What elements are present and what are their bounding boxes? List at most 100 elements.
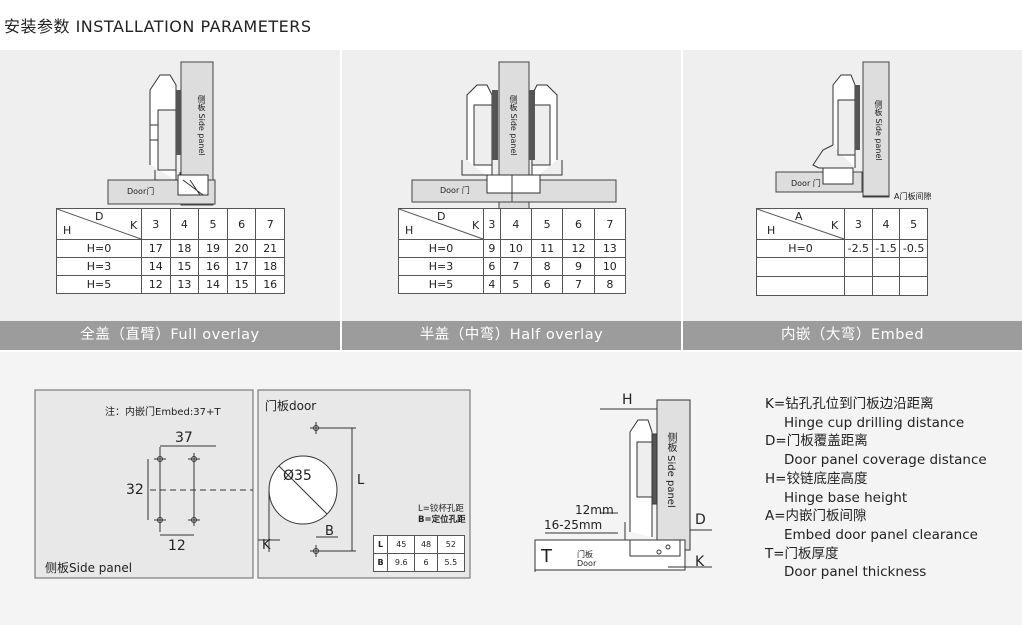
cell: -1.5	[871, 239, 901, 258]
table-row: H=0 17 18 19 20 21	[56, 239, 285, 258]
section-dim2: 16-25mm	[544, 518, 603, 532]
cell: 15	[226, 275, 257, 294]
panel-full-overlay: Door门 侧板 Side panel D K H 3 4 5 6 7 H=0 …	[0, 50, 340, 350]
legend-a-en: Embed door panel clearance	[784, 526, 978, 543]
section-d: D	[695, 512, 706, 528]
legend-t-en: Door panel thickness	[784, 564, 927, 581]
cell: 13	[593, 239, 627, 258]
lb-table: L 45 48 52 B 9.6 6 5.5	[372, 535, 466, 572]
cell: 9	[483, 239, 501, 258]
legend-h-cn: H=铰链底座高度	[765, 470, 868, 487]
side-panel-label: 侧板 Side panel	[197, 95, 206, 156]
cell	[899, 257, 928, 277]
cell: 18	[169, 239, 200, 258]
legend-d-en: Door panel coverage distance	[784, 452, 987, 469]
panel-embed: Door 门 侧板 Side panel A门板间隙 A K H 3 4 5 H…	[683, 50, 1022, 350]
l-label: L	[357, 473, 365, 488]
embed-hinge-drawing	[775, 61, 890, 198]
cell	[871, 257, 901, 277]
cell: 14	[141, 257, 171, 276]
cell: 9.6	[387, 553, 416, 572]
cell: 6	[483, 257, 501, 276]
page-title: 安装参数 INSTALLATION PARAMETERS	[4, 17, 312, 36]
bottom-section: 注：内嵌门Embed:37+T 37 32 12 侧板Side panel 门板…	[0, 352, 1022, 625]
row-header: L	[372, 535, 389, 554]
corner-h: H	[767, 224, 776, 237]
cell: 10	[593, 257, 627, 276]
table-row: H=5 4 5 6 7 8	[398, 275, 627, 294]
col-header: 7	[593, 208, 627, 240]
table-row: H=3 6 7 8 9 10	[398, 257, 627, 276]
b-note: B=定位孔距	[418, 515, 466, 525]
l-note: L=铰杯孔距	[418, 504, 464, 514]
cell: 20	[226, 239, 257, 258]
table-row	[756, 276, 928, 296]
section-door-en: Door	[577, 559, 597, 568]
half-overlay-hinge-drawing	[411, 61, 617, 213]
cell: -0.5	[899, 239, 928, 258]
cell: 45	[387, 535, 416, 554]
half-overlay-table: D K H 3 4 5 6 7 H=0 9 10 11 12 13 H=3 6 …	[398, 208, 627, 294]
full-overlay-table: D K H 3 4 5 6 7 H=0 17 18 19 20 21 H=3 1…	[56, 208, 285, 294]
corner-k: K	[472, 219, 480, 232]
cell	[844, 276, 873, 296]
col-header: 4	[499, 208, 533, 240]
cell: 17	[141, 239, 171, 258]
legend-k-en: Hinge cup drilling distance	[784, 414, 965, 431]
section-h: H	[622, 392, 633, 408]
door-drawing-caption: 门板door	[265, 399, 317, 413]
section-side-panel: 侧板 Side panel	[665, 432, 676, 508]
section-door-cn: 门板	[577, 550, 593, 559]
corner-a: A	[795, 210, 803, 223]
cell: 19	[198, 239, 228, 258]
diameter-label: Ø35	[283, 468, 312, 484]
cell: 16	[255, 275, 285, 294]
section-k: K	[695, 554, 705, 570]
corner-cell: A K H	[756, 208, 845, 240]
col-header: 4	[169, 208, 200, 240]
gap-label: A门板间隙	[894, 192, 932, 201]
dim-12: 12	[168, 538, 186, 554]
cell	[871, 276, 901, 296]
door-label: Door门	[127, 187, 155, 196]
cell: 13	[169, 275, 200, 294]
row-header	[756, 276, 845, 296]
cell: 8	[531, 257, 564, 276]
corner-d: D	[95, 210, 104, 223]
cell: 14	[198, 275, 228, 294]
cell: 11	[531, 239, 564, 258]
embed-note: 注：内嵌门Embed:37+T	[105, 407, 221, 418]
cell: 10	[499, 239, 533, 258]
b-label: B	[325, 524, 334, 539]
dim-37: 37	[175, 430, 193, 446]
corner-d: D	[437, 210, 446, 223]
panel-label: 内嵌（大弯）Embed	[683, 321, 1022, 350]
side-panel-label: 侧板 Side panel	[509, 95, 518, 156]
side-panel-label: 侧板 Side panel	[874, 100, 883, 161]
corner-k: K	[831, 219, 839, 232]
table-row: H=5 12 13 14 15 16	[56, 275, 285, 294]
row-header	[756, 257, 845, 277]
corner-k: K	[130, 219, 138, 232]
cell: 52	[436, 535, 466, 554]
table-row: H=3 14 15 16 17 18	[56, 257, 285, 276]
row-header: H=3	[398, 257, 484, 276]
cell: 6	[531, 275, 564, 294]
col-header: 4	[871, 208, 901, 240]
cell: 21	[255, 239, 285, 258]
cell	[844, 257, 873, 277]
corner-h: H	[63, 224, 72, 237]
row-header: H=0	[756, 239, 845, 258]
cell: 16	[198, 257, 228, 276]
cell: 18	[255, 257, 285, 276]
cell: 48	[414, 535, 438, 554]
embed-table: A K H 3 4 5 H=0 -2.5 -1.5 -0.5	[756, 208, 928, 296]
cell: 15	[169, 257, 200, 276]
cell: 4	[483, 275, 501, 294]
col-header: 5	[531, 208, 564, 240]
legend-a-cn: A=内嵌门板间隙	[765, 508, 867, 525]
legend-t-cn: T=门板厚度	[765, 545, 839, 562]
table-row: H=0 -2.5 -1.5 -0.5	[756, 239, 928, 258]
corner-h: H	[405, 224, 414, 237]
door-label: Door 门	[440, 186, 470, 195]
